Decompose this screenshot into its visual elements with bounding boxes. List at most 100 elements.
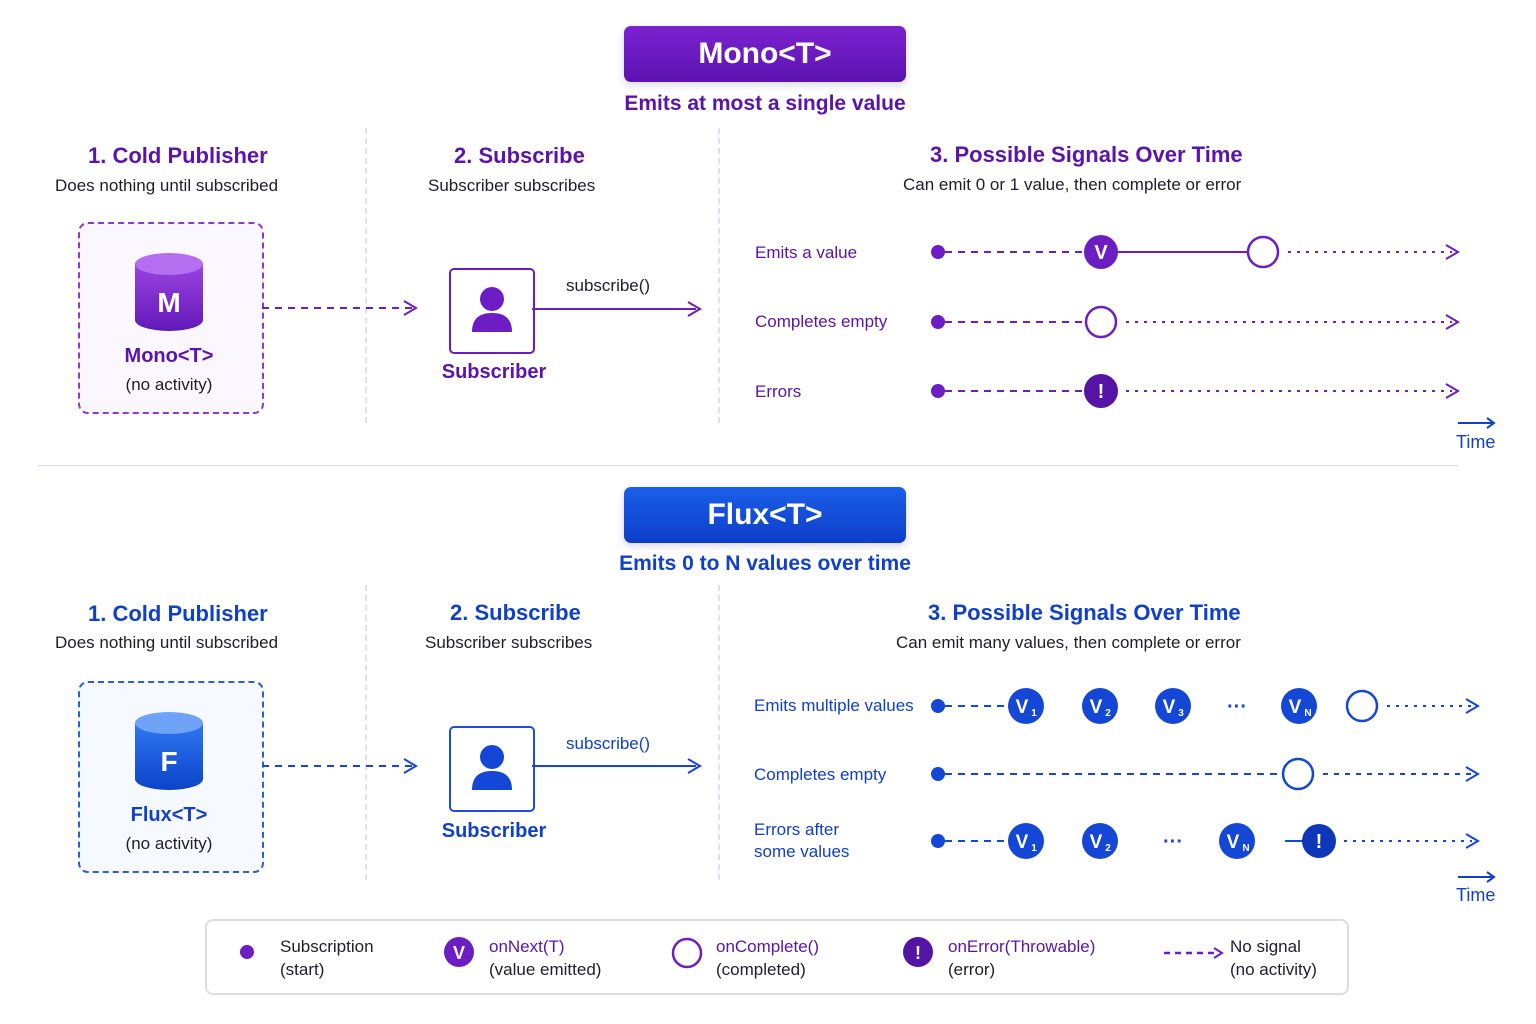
flux-row-label-emits-multiple: Emits multiple values bbox=[754, 696, 914, 715]
legend-nosignal-detail: (no activity) bbox=[1230, 960, 1317, 979]
flux-col1-title: 1. Cold Publisher bbox=[88, 601, 268, 626]
svg-text:!: ! bbox=[1098, 381, 1105, 403]
flux-subscriber-label: Subscriber bbox=[441, 820, 547, 842]
legend-subscription-title: Subscription bbox=[280, 937, 374, 956]
mono-row-label-errors: Errors bbox=[755, 382, 802, 401]
svg-text:!: ! bbox=[915, 943, 921, 963]
svg-text:!: ! bbox=[1316, 831, 1323, 853]
flux-timeline-errors: V 1 V 2 ··· V N ! bbox=[931, 823, 1480, 859]
value-marker-icon: V 2 bbox=[1082, 688, 1118, 724]
legend-subscription-detail: (start) bbox=[280, 960, 325, 979]
svg-text:V: V bbox=[1289, 697, 1302, 718]
flux-subscribe-call-label: subscribe() bbox=[566, 734, 651, 753]
mono-timelines: V ! bbox=[931, 235, 1460, 408]
legend-onerror-title: onError(Throwable) bbox=[948, 937, 1096, 956]
mono-col1-title: 1. Cold Publisher bbox=[88, 143, 268, 168]
mono-column-divider-1 bbox=[365, 128, 367, 423]
mono-col1-desc: Does nothing until subscribed bbox=[55, 176, 279, 195]
value-marker-icon: V 3 bbox=[1155, 688, 1191, 724]
subscription-dot-icon bbox=[931, 245, 945, 259]
mono-publisher-name: Mono<T> bbox=[124, 345, 214, 367]
filled-dot-icon bbox=[240, 945, 254, 959]
mono-col2-desc: Subscriber subscribes bbox=[428, 176, 596, 195]
mono-database-icon: M bbox=[135, 253, 203, 331]
flux-row-label-errors-line2: some values bbox=[754, 842, 850, 861]
flux-col2-desc: Subscriber subscribes bbox=[425, 633, 593, 652]
complete-marker-icon bbox=[1345, 689, 1379, 723]
value-marker-icon: V N bbox=[1219, 823, 1255, 859]
flux-col1-desc: Does nothing until subscribed bbox=[55, 633, 279, 652]
svg-text:1: 1 bbox=[1031, 843, 1037, 854]
svg-text:V: V bbox=[1094, 242, 1108, 264]
flux-timelines: V 1 V 2 V 3 ··· V N bbox=[931, 688, 1480, 859]
svg-text:3: 3 bbox=[1178, 708, 1184, 719]
mono-col3-desc: Can emit 0 or 1 value, then complete or … bbox=[903, 175, 1242, 194]
flux-subtitle: Emits 0 to N values over time bbox=[619, 552, 911, 575]
svg-text:V: V bbox=[1090, 832, 1103, 853]
subscription-dot-icon bbox=[931, 699, 945, 713]
complete-marker-icon bbox=[1246, 235, 1280, 269]
error-marker-icon bbox=[1084, 374, 1118, 408]
complete-marker-icon bbox=[1084, 305, 1118, 339]
flux-col2-title: 2. Subscribe bbox=[450, 600, 581, 625]
mono-row-label-completes-empty: Completes empty bbox=[755, 312, 888, 331]
svg-text:1: 1 bbox=[1031, 708, 1037, 719]
flux-badge: Flux<T> bbox=[624, 487, 906, 543]
flux-time-label: Time bbox=[1456, 885, 1496, 905]
error-marker-icon bbox=[1302, 824, 1336, 858]
legend-onnext-title: onNext(T) bbox=[489, 937, 565, 956]
svg-text:V: V bbox=[453, 943, 465, 963]
legend-onerror-detail: (error) bbox=[948, 960, 996, 979]
svg-text:V: V bbox=[1163, 697, 1176, 718]
flux-publisher-note: (no activity) bbox=[125, 834, 213, 853]
mono-timeline-emits-value: V bbox=[931, 235, 1460, 269]
mono-subscribe-call-label: subscribe() bbox=[566, 276, 651, 295]
legend-oncomplete-title: onComplete() bbox=[716, 937, 819, 956]
mono-user-icon bbox=[472, 287, 512, 332]
mono-badge: Mono<T> bbox=[624, 26, 906, 82]
subscription-dot-icon bbox=[931, 315, 945, 329]
mono-time-arrow-icon bbox=[1458, 417, 1496, 429]
flux-publisher-letter: F bbox=[160, 746, 177, 777]
flux-timeline-emits-multiple: V 1 V 2 V 3 ··· V N bbox=[931, 688, 1480, 724]
mono-publisher-note: (no activity) bbox=[125, 375, 213, 394]
mono-subscriber-box bbox=[449, 268, 535, 354]
error-circle-icon: ! bbox=[903, 937, 933, 967]
legend-nosignal-title: No signal bbox=[1230, 937, 1301, 956]
legend-oncomplete-detail: (completed) bbox=[716, 960, 806, 979]
mono-publisher-letter: M bbox=[157, 287, 180, 318]
subscription-dot-icon bbox=[931, 834, 945, 848]
flux-row-label-errors-line1: Errors after bbox=[754, 820, 840, 839]
value-marker-icon: V N bbox=[1281, 688, 1317, 724]
hollow-circle-icon bbox=[671, 937, 703, 969]
value-circle-icon: V bbox=[444, 937, 474, 967]
flux-row-label-completes-empty: Completes empty bbox=[754, 765, 887, 784]
svg-text:2: 2 bbox=[1105, 843, 1111, 854]
flux-subscriber-box bbox=[449, 726, 535, 812]
mono-time-label: Time bbox=[1456, 432, 1496, 452]
mono-subscribe-arrow bbox=[532, 301, 702, 317]
ellipsis-icon: ··· bbox=[1227, 696, 1247, 718]
svg-text:V: V bbox=[1016, 697, 1029, 718]
flux-user-icon bbox=[472, 745, 512, 790]
ellipsis-icon: ··· bbox=[1163, 831, 1183, 853]
flux-time-arrow-icon bbox=[1458, 871, 1496, 883]
legend: Subscription (start) V onNext(T) (value … bbox=[205, 919, 1349, 995]
mono-subtitle: Emits at most a single value bbox=[624, 92, 906, 115]
flux-column-divider-1 bbox=[365, 585, 367, 880]
subscription-dot-icon bbox=[931, 767, 945, 781]
flux-publisher-arrow bbox=[262, 758, 418, 774]
flux-column-divider-2 bbox=[718, 585, 720, 880]
mono-timeline-errors: ! bbox=[931, 374, 1460, 408]
mono-timeline-completes-empty bbox=[931, 305, 1460, 339]
legend-onnext-detail: (value emitted) bbox=[489, 960, 602, 979]
flux-timeline-completes-empty bbox=[931, 757, 1480, 791]
mono-row-label-emits-value: Emits a value bbox=[755, 243, 858, 262]
flux-database-icon: F bbox=[135, 712, 203, 790]
mono-publisher-arrow bbox=[262, 300, 418, 316]
svg-text:V: V bbox=[1090, 697, 1103, 718]
value-marker-icon: V 2 bbox=[1082, 823, 1118, 859]
complete-marker-icon bbox=[1281, 757, 1315, 791]
flux-col3-title: 3. Possible Signals Over Time bbox=[928, 600, 1241, 625]
subscription-dot-icon bbox=[931, 384, 945, 398]
